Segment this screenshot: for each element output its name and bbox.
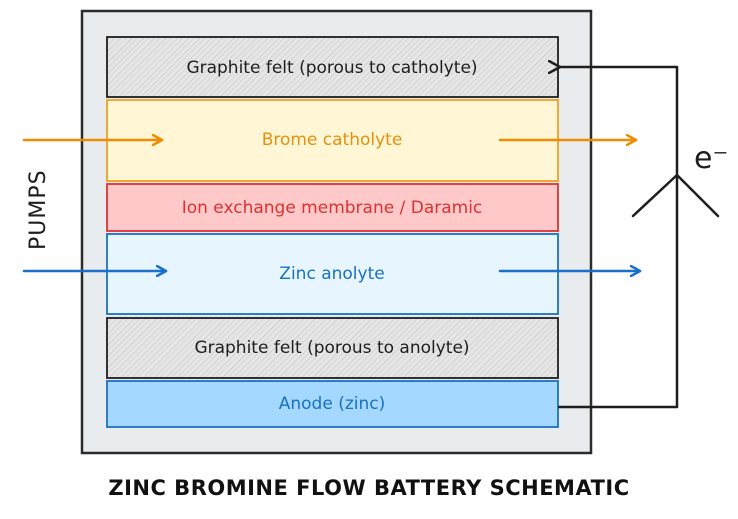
catholyte-label: Brome catholyte — [262, 130, 403, 150]
graphite-felt-bottom-label: Graphite felt (porous to anolyte) — [194, 338, 469, 358]
membrane-label: Ion exchange membrane / Daramic — [182, 198, 483, 218]
electron-label: e⁻ — [694, 141, 728, 176]
graphite-felt-top-label: Graphite felt (porous to catholyte) — [186, 58, 477, 78]
load-symbol — [631, 173, 720, 218]
graphite-felt-bottom-layer: Graphite felt (porous to anolyte) — [106, 317, 559, 379]
catholyte-layer: Brome catholyte — [106, 99, 559, 182]
anode-layer: Anode (zinc) — [106, 380, 559, 428]
membrane-layer: Ion exchange membrane / Daramic — [106, 183, 559, 232]
pumps-label: PUMPS — [26, 169, 51, 250]
anolyte-layer: Zinc anolyte — [106, 233, 559, 315]
diagram-title: ZINC BROMINE FLOW BATTERY SCHEMATIC — [108, 476, 630, 500]
external-circuit-wire — [558, 67, 679, 409]
graphite-felt-top-layer: Graphite felt (porous to catholyte) — [106, 36, 559, 98]
anolyte-label: Zinc anolyte — [279, 264, 384, 284]
anode-label: Anode (zinc) — [279, 394, 386, 414]
